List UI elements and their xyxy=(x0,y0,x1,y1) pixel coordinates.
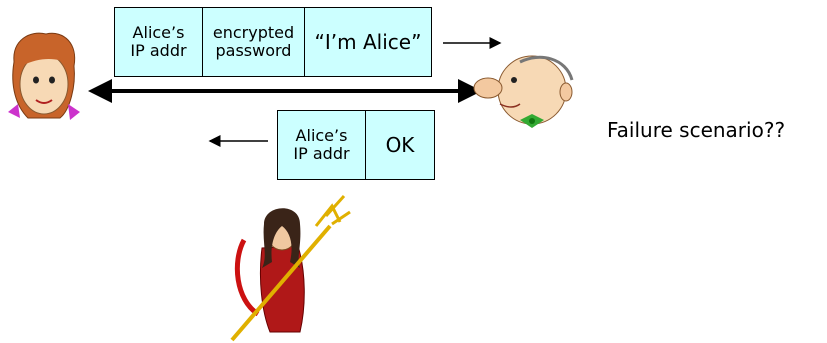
alice-icon xyxy=(8,32,80,120)
packet-field-ip-addr: Alice’s IP addr xyxy=(115,8,203,76)
packet-field-ip-addr: Alice’s IP addr xyxy=(278,111,366,179)
packet-field-claim: “I’m Alice” xyxy=(314,29,422,54)
packet-field-ok: OK xyxy=(385,132,415,157)
bob-icon xyxy=(473,55,574,128)
packet-field-encrypted-password: encrypted password xyxy=(203,8,305,76)
failure-scenario-text: Failure scenario?? xyxy=(607,118,786,142)
outgoing-packet: Alice’s IP addr encrypted password “I’m … xyxy=(114,7,432,77)
incoming-packet: Alice’s IP addr OK xyxy=(277,110,435,180)
trudy-icon xyxy=(230,194,351,342)
